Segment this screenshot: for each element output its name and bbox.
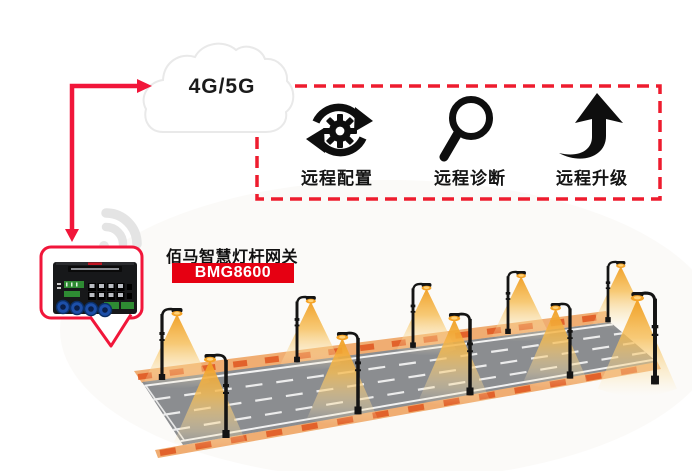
gateway-name: 佰马智慧灯杆网关 xyxy=(166,249,299,266)
remote-upgrade-label: 远程升级 xyxy=(556,169,628,188)
upgrade-arrow-icon xyxy=(552,90,632,166)
remote-diagnosis-label: 远程诊断 xyxy=(434,169,506,188)
aviation-connectors xyxy=(55,299,113,318)
magnifier-icon xyxy=(438,94,518,170)
ethernet-ports xyxy=(88,283,132,300)
remote-config-label: 远程配置 xyxy=(301,169,373,188)
gateway-model-badge: BMG8600 xyxy=(172,263,294,283)
remote-features-dashed-box xyxy=(255,84,662,201)
gateway-device-image xyxy=(53,262,137,318)
gateway-cloud-arrow xyxy=(65,79,152,242)
cloud-shape xyxy=(142,42,295,133)
gateway-callout xyxy=(39,245,144,348)
sync-gear-icon xyxy=(299,94,379,170)
cloud-4g5g-label: 4G/5G xyxy=(188,75,256,98)
